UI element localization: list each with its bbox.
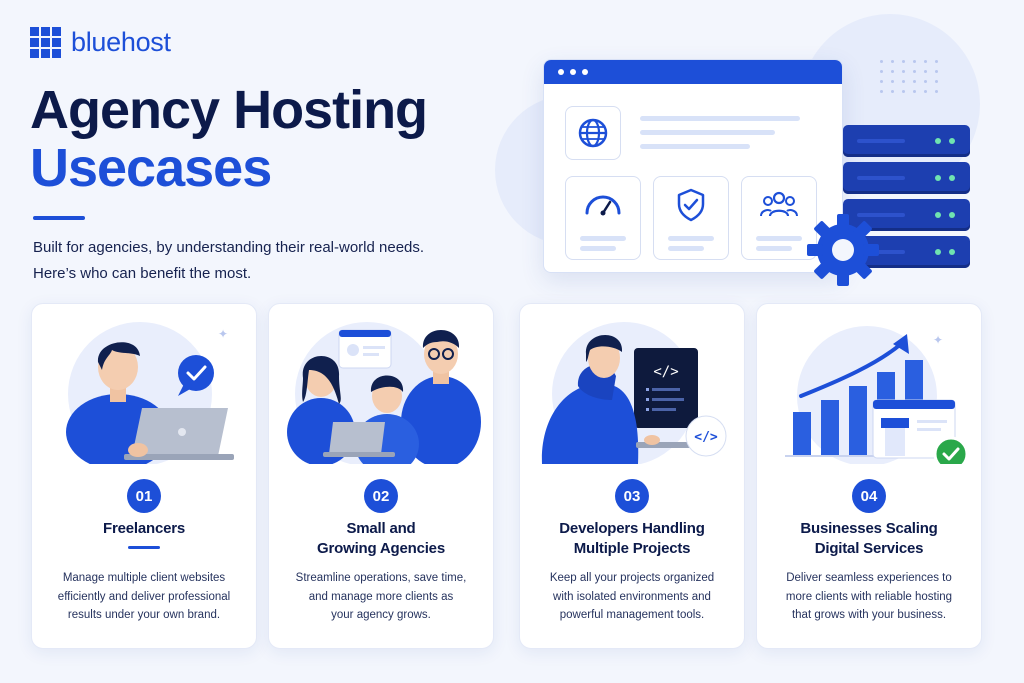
card-description-line: more clients with reliable hosting — [785, 590, 953, 603]
card-description-line: results under your own brand. — [67, 609, 221, 621]
card-description-line: your agency grows. — [331, 609, 431, 621]
placeholder-line — [640, 116, 800, 121]
card-title: Developers Handling Multiple Projects — [520, 519, 744, 559]
usecase-card-developers[interactable]: </> </> 03 Developers Handling Multiple … — [519, 303, 745, 649]
card-number-badge: 01 — [127, 479, 161, 513]
placeholder-line — [756, 246, 792, 251]
card-title: Businesses Scaling Digital Services — [757, 519, 981, 559]
placeholder-line — [640, 130, 775, 135]
svg-text:</>: </> — [694, 430, 718, 445]
usecase-card-freelancers[interactable]: ✦ 01 Freelancers Manage multiple client … — [31, 303, 257, 649]
svg-text:</>: </> — [653, 364, 678, 380]
card-description-line: and manage more clients as — [308, 590, 454, 603]
card-title-line: Digital Services — [814, 540, 924, 557]
card-title-line: Developers Handling — [559, 520, 705, 537]
freelancer-laptop-illustration: ✦ — [66, 322, 234, 464]
brand-logo[interactable]: bluehost — [30, 27, 171, 58]
developer-code-illustration: </> </> — [541, 322, 727, 464]
card-title-line: Multiple Projects — [573, 540, 691, 557]
card-description: Streamline operations, save time, and ma… — [279, 569, 483, 625]
card-description-line: powerful management tools. — [559, 609, 705, 621]
users-icon — [760, 191, 798, 217]
placeholder-line — [580, 236, 626, 241]
card-description-line: Streamline operations, save time, — [295, 572, 467, 584]
card-title-line: Small and — [346, 520, 416, 537]
subtitle-line2: Here’s who can benefit the most. — [33, 265, 252, 282]
card-title: Freelancers — [32, 519, 256, 539]
growth-chart-illustration: ✦ — [785, 326, 969, 464]
card-number-badge: 03 — [615, 479, 649, 513]
card-description: Manage multiple client websites efficien… — [42, 569, 246, 625]
card-description: Keep all your projects organized with is… — [530, 569, 734, 625]
card-title-line: Businesses Scaling — [800, 520, 938, 537]
speedometer-icon — [585, 195, 621, 216]
hero-browser-window — [543, 59, 843, 273]
browser-titlebar — [544, 60, 842, 84]
placeholder-line — [756, 236, 802, 241]
page-subtitle: Built for agencies, by understanding the… — [33, 235, 424, 287]
placeholder-line — [640, 144, 750, 149]
card-title: Small and Growing Agencies — [269, 519, 493, 559]
globe-tile — [565, 106, 621, 160]
shield-check-icon — [677, 188, 705, 222]
card-description-line: Keep all your projects organized — [549, 572, 715, 584]
card-description-line: Deliver seamless experiences to — [786, 572, 952, 584]
page-title-line2: Usecases — [30, 137, 272, 198]
svg-text:✦: ✦ — [218, 327, 228, 341]
card-title-underline — [128, 546, 160, 549]
card-description: Deliver seamless experiences to more cli… — [767, 569, 971, 625]
brand-name: bluehost — [71, 27, 171, 57]
card-number-badge: 04 — [852, 479, 886, 513]
page-title-line1: Agency Hosting — [30, 80, 428, 140]
card-title-line: Growing Agencies — [317, 540, 445, 557]
users-tile — [741, 176, 817, 260]
card-description-line: that grows with your business. — [791, 609, 947, 621]
decorative-dots — [880, 60, 939, 93]
card-number-badge: 02 — [364, 479, 398, 513]
placeholder-line — [668, 236, 714, 241]
subtitle-line1: Built for agencies, by understanding the… — [33, 239, 425, 256]
gear-icon — [807, 214, 879, 286]
card-description-line: Manage multiple client websites — [62, 572, 226, 584]
placeholder-line — [668, 246, 704, 251]
usecase-card-agencies[interactable]: 02 Small and Growing Agencies Streamline… — [268, 303, 494, 649]
team-illustration — [287, 322, 481, 464]
card-description-line: with isolated environments and — [553, 590, 711, 603]
globe-icon — [578, 118, 608, 148]
card-description-line: efficiently and deliver professional — [57, 590, 231, 603]
card-title-line: Freelancers — [102, 520, 186, 537]
page-title: Agency Hosting Usecases — [30, 80, 428, 198]
usecase-card-businesses[interactable]: ✦ 04 Businesses Scaling Digital Services… — [756, 303, 982, 649]
placeholder-line — [580, 246, 616, 251]
svg-text:✦: ✦ — [933, 333, 943, 347]
title-underline — [33, 216, 85, 220]
logo-grid-icon — [30, 27, 61, 58]
